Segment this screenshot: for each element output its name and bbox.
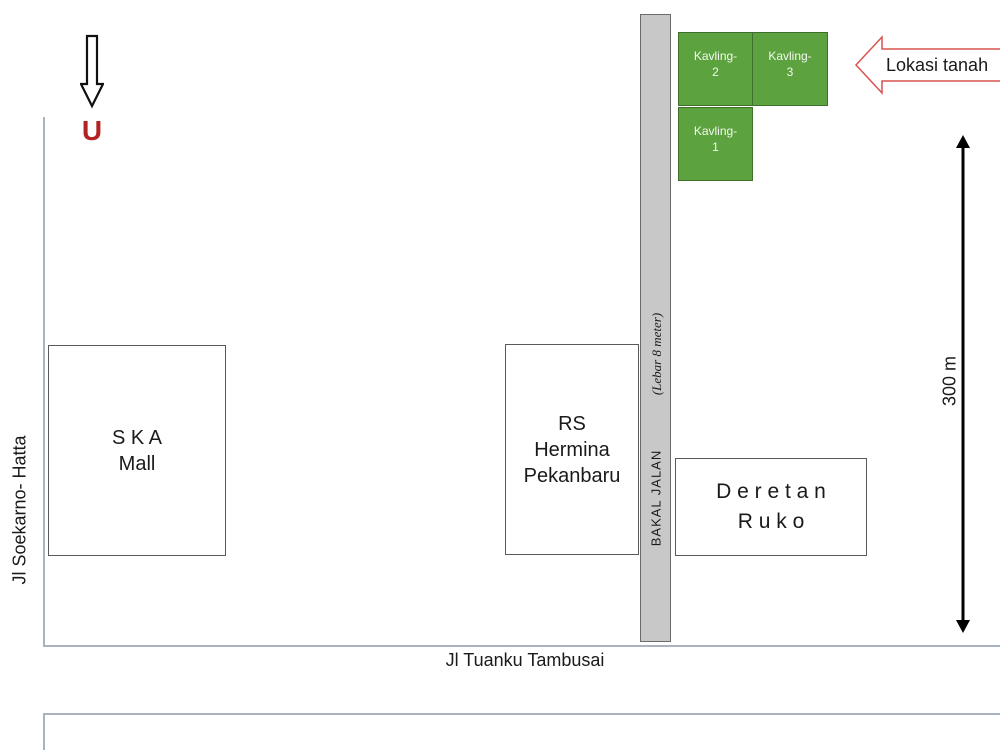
north-arrow-icon xyxy=(80,34,104,109)
south-street-line xyxy=(43,645,1000,647)
location-callout-arrow-icon xyxy=(854,35,1000,95)
distance-arrow-icon xyxy=(956,135,970,633)
west-street-label: Jl Soekarno- Hatta xyxy=(9,435,30,585)
north-label: U xyxy=(81,115,103,146)
kavling-1-label: Kavling- 1 xyxy=(693,124,738,154)
rs-hermina-label: RS Hermina Pekanbaru xyxy=(523,412,621,487)
location-callout-label: Lokasi tanah xyxy=(886,55,989,75)
deretan-ruko-building: D e r e t a n R u k o xyxy=(675,458,867,556)
kavling-2-lot: Kavling- 2 xyxy=(678,32,753,106)
kavling-2-label: Kavling- 2 xyxy=(693,49,738,79)
bakal-jalan-road xyxy=(640,14,671,642)
ska-mall-label: S K A Mall xyxy=(111,426,163,475)
west-street-line xyxy=(43,117,45,647)
bakal-jalan-label: BAKAL JALAN xyxy=(648,449,664,547)
road-edge-line-side xyxy=(43,713,45,750)
kavling-3-label: Kavling- 3 xyxy=(768,49,812,79)
ska-mall-building: S K A Mall xyxy=(48,345,226,556)
south-street-label: Jl Tuanku Tambusai xyxy=(445,650,605,670)
kavling-3-lot: Kavling- 3 xyxy=(752,32,828,106)
road-width-label: (Lebar 8 meter) xyxy=(649,312,664,396)
road-edge-line-top xyxy=(43,713,1000,715)
kavling-1-lot: Kavling- 1 xyxy=(678,107,753,181)
rs-hermina-building: RS Hermina Pekanbaru xyxy=(505,344,639,555)
distance-label: 300 m xyxy=(939,355,960,407)
deretan-ruko-label: D e r e t a n R u k o xyxy=(716,480,826,533)
